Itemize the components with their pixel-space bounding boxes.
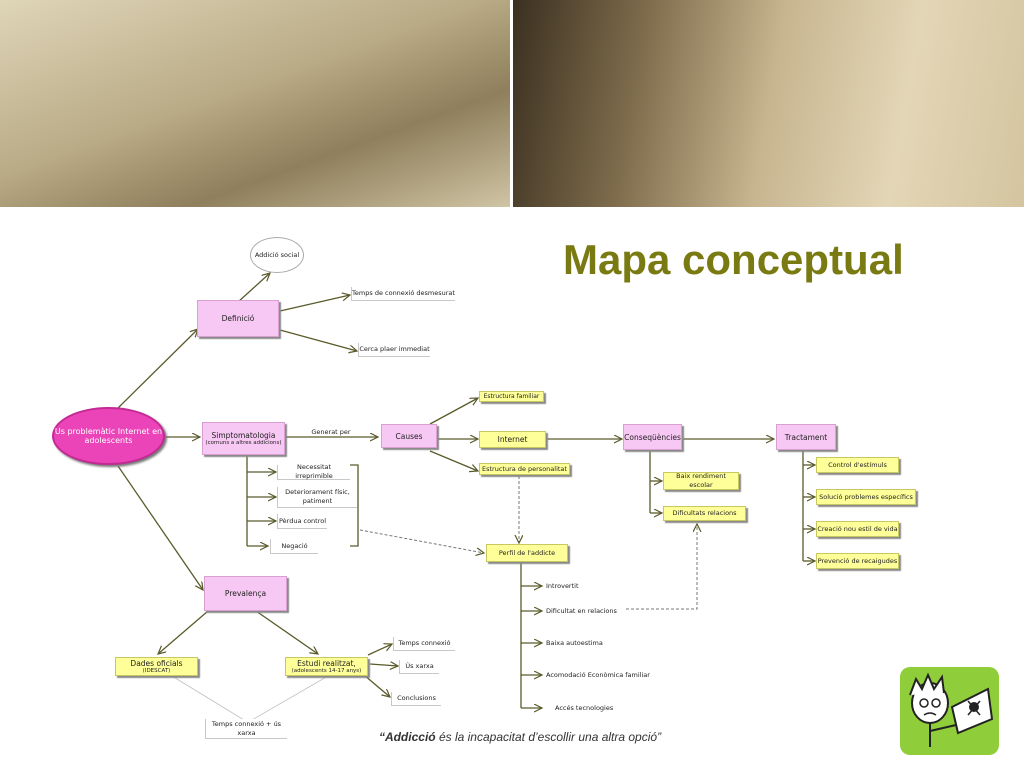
central-concept-node: Us problemàtic Internet en adolescents (52, 407, 165, 465)
prevencio-recaigudes-node: Prevenció de recaigudes (816, 553, 899, 569)
addiccio-social-node: Addició social (250, 237, 304, 273)
negacio-node: Negació (270, 539, 318, 554)
estructura-familiar-node: Estructura familiar (479, 391, 544, 402)
quote-text: és la incapacitat d’escollir una altra o… (435, 730, 662, 744)
causes-node: Causes (381, 424, 437, 448)
control-estimuls-node: Control d'estímuls (816, 457, 899, 473)
quote-open-mark: “ (378, 730, 385, 744)
slide-title: Mapa conceptual (563, 236, 904, 283)
conclusions-node: Conclusions (391, 692, 441, 706)
prevalenca-node: Prevalença (204, 576, 287, 611)
temps-connexio-node: Temps de connexió desmesurat (351, 287, 455, 301)
baixa-autoestima-label: Baixa autoestima (546, 638, 603, 647)
generat-per-label: Generat per (311, 427, 351, 436)
addict-cartoon-sticker (900, 667, 999, 755)
woman-face-photo (513, 0, 1024, 207)
internet-node: Internet (479, 431, 546, 448)
slide-quote: “Addicció és la incapacitat d’escollir u… (340, 730, 700, 744)
perdua-control-node: Pèrdua control (277, 514, 327, 529)
dades-oficials-node: Dades oficials (IDESCAT) (115, 657, 198, 676)
dades-oficials-label: Dades oficials (130, 658, 183, 668)
creacio-estil-node: Creació nou estil de vida (816, 521, 899, 537)
estudi-realitzat-node: Estudi realitzat, (adolescents 14-17 any… (285, 657, 368, 676)
necessitat-node: Necessitat irreprimible (277, 463, 350, 480)
photo-divider (510, 0, 513, 207)
definicio-node: Definició (197, 300, 279, 337)
estudi-realitzat-label: Estudi realitzat, (297, 658, 356, 668)
dificultat-relacions-label: Dificultat en relacions (546, 606, 617, 615)
deteriorament-node: Deteriorament físic, patiment (277, 487, 357, 508)
introvertit-label: Introvertit (546, 581, 579, 590)
consequencies-node: Conseqüències (623, 424, 682, 450)
estudi-realitzat-sublabel: (adolescents 14-17 anys) (291, 667, 362, 674)
estructura-personalitat-node: Estructura de personalitat (479, 463, 570, 475)
acomodacio-label: Acomodació Econòmica familiar (546, 670, 650, 679)
solucio-problemes-node: Solució problemes específics (816, 489, 916, 505)
acces-tecnologies-label: Accés tecnologies (555, 703, 614, 712)
temps-connexio-study-node: Temps connexió (393, 637, 455, 651)
hands-typing-photo (0, 0, 510, 207)
simptomatologia-node: Simptomatologia (comuns a altres addicio… (202, 422, 285, 455)
tractament-node: Tractament (776, 424, 836, 450)
baix-rendiment-node: Baix rendiment escolar (663, 472, 739, 490)
temps-us-xarxa-node: Temps connexió + ús xarxa (205, 719, 287, 739)
us-xarxa-node: Ús xarxa (399, 660, 439, 674)
addict-cartoon-icon (909, 672, 994, 747)
dades-oficials-sublabel: (IDESCAT) (142, 667, 171, 674)
simptomatologia-label: Simptomatologia (211, 430, 276, 440)
quote-keyword: Addicció (384, 730, 436, 744)
cerca-plaer-node: Cerca plaer immediat (358, 343, 430, 357)
simptomatologia-sublabel: (comuns a altres addicions) (205, 439, 282, 446)
dificultats-relacions-node: Dificultats relacions (663, 506, 746, 521)
perfil-addicte-node: Perfil de l'addicte (486, 544, 568, 562)
